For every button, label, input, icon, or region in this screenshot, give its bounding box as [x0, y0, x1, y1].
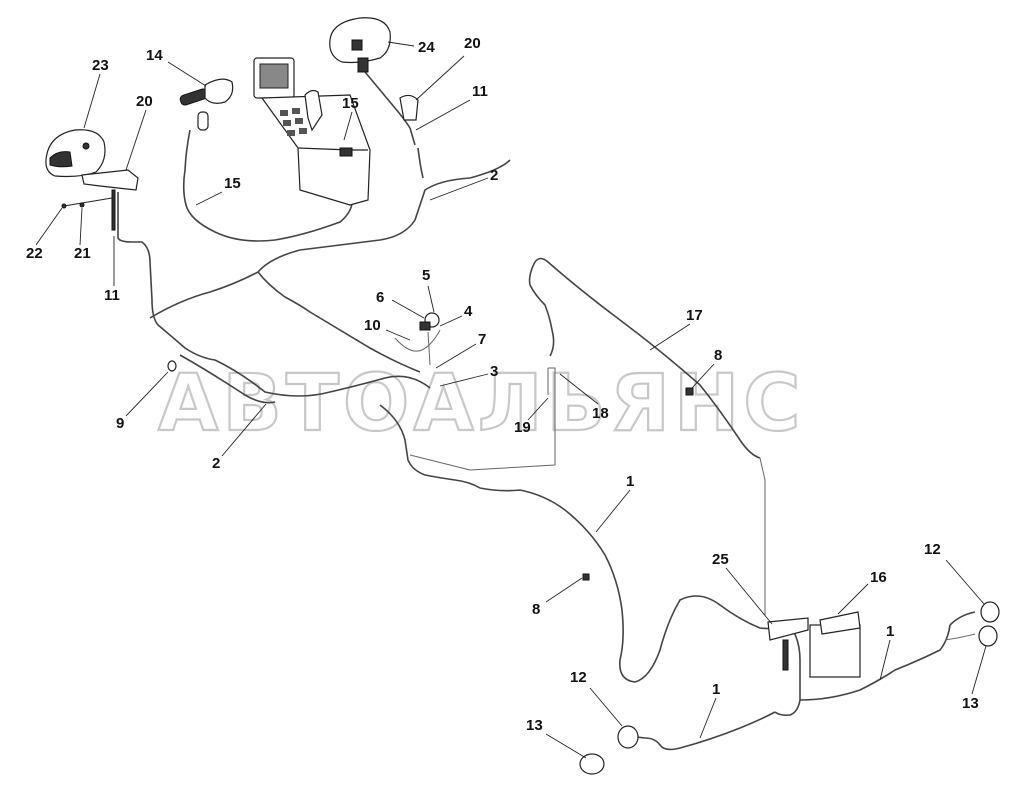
bolt-21-22	[61, 197, 113, 209]
callout-20-right: 20	[464, 35, 481, 52]
right-mirror-bracket	[399, 94, 419, 121]
callout-6: 6	[376, 289, 384, 306]
relay-cluster	[394, 312, 441, 366]
callout-12-right: 12	[924, 541, 941, 558]
callout-11-left: 11	[104, 287, 120, 304]
callout-1-center: 1	[626, 473, 634, 490]
callout-2-upper: 2	[490, 167, 498, 184]
callout-15-upper: 15	[342, 95, 359, 112]
callout-16: 16	[870, 569, 887, 586]
callout-9: 9	[116, 415, 124, 432]
callout-8-lower: 8	[532, 601, 540, 618]
joystick-handle	[179, 78, 234, 131]
callout-18: 18	[592, 405, 609, 422]
callout-13-left: 13	[526, 717, 543, 734]
left-mirror	[45, 129, 106, 178]
clip-9	[167, 360, 177, 372]
callout-12-left: 12	[570, 669, 587, 686]
callout-labels: 23 14 20 22 21 11 15 15 24 20 11 2 5 6 4…	[26, 35, 987, 759]
callout-19: 19	[514, 419, 531, 436]
callout-10: 10	[364, 317, 381, 334]
callout-21: 21	[74, 245, 91, 262]
callout-20-left: 20	[136, 93, 153, 110]
work-lamp-right-upper	[978, 601, 1000, 647]
callout-14: 14	[146, 47, 163, 64]
callout-25: 25	[712, 551, 729, 568]
callout-2-lower: 2	[212, 455, 220, 472]
right-mirror	[329, 17, 391, 73]
watermark-text: АВТОАЛЬЯНС	[158, 359, 805, 449]
callout-24: 24	[418, 39, 435, 56]
harness-wires	[117, 71, 976, 751]
callout-23: 23	[92, 57, 109, 74]
clip-8-lower	[582, 573, 590, 581]
callout-22: 22	[26, 245, 43, 262]
left-mirror-bracket	[81, 169, 139, 231]
callout-4: 4	[464, 303, 473, 320]
callout-8-upper: 8	[714, 347, 722, 364]
callout-3: 3	[490, 363, 498, 380]
clamp-25	[767, 617, 809, 671]
work-lamp-left	[579, 725, 639, 775]
callout-11-right: 11	[472, 83, 488, 100]
callout-1-right: 1	[886, 623, 894, 640]
callout-1-bottom: 1	[712, 681, 720, 698]
callout-15-lower: 15	[224, 175, 241, 192]
callout-13-right: 13	[962, 695, 979, 712]
callout-17: 17	[686, 307, 703, 324]
callout-5: 5	[422, 267, 430, 284]
control-console	[253, 57, 371, 206]
clip-8-upper	[685, 387, 694, 396]
callout-7: 7	[478, 331, 486, 348]
harness-bracket-16	[809, 611, 861, 678]
